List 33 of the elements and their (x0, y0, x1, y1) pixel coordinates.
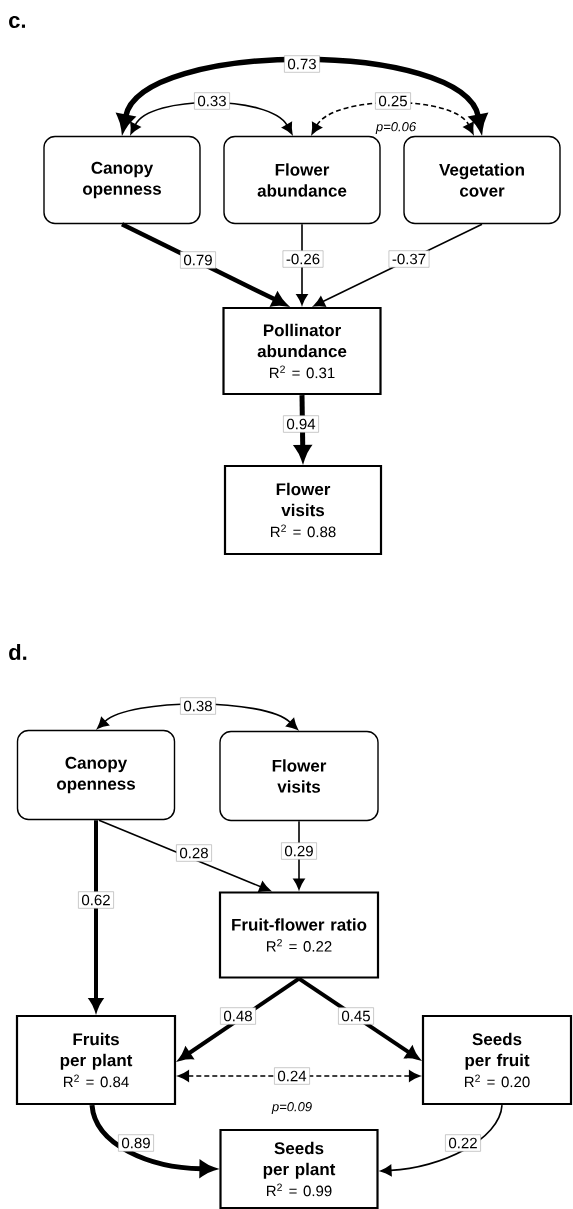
arrow (297, 976, 420, 1060)
edge-label: -0.37 (388, 250, 430, 268)
variable-box: Seeds per plant R$^{2}$ = 0.99 (219, 1128, 379, 1209)
edge-label: 0.24 (274, 1067, 310, 1085)
arrow (97, 703, 298, 730)
edge-label: 0.38 (180, 697, 216, 715)
arrow (178, 976, 301, 1061)
edge-label: 0.48 (220, 1007, 256, 1025)
edge-label: 0.22 (445, 1134, 481, 1152)
edge-label: 0.29 (281, 842, 317, 860)
arrow (98, 819, 271, 893)
edge-label: -0.26 (282, 250, 324, 268)
variable-box: Fruit-flower ratio R$^{2}$ = 0.22 (218, 891, 380, 979)
arrow (177, 1070, 421, 1082)
rounded-box: Canopy openness (16, 729, 176, 821)
arrow (89, 820, 103, 1012)
rounded-box: Canopy openness (43, 135, 201, 225)
arrow (380, 1104, 503, 1177)
variable-box: Pollinator abundance R$^{2}$ = 0.31 (222, 306, 382, 396)
arrow (293, 820, 305, 890)
panel-label: d. (9, 643, 27, 661)
variable-box: Flower visits R$^{2}$ = 0.88 (223, 464, 383, 556)
rounded-box: Vegetation cover (403, 135, 561, 225)
edge-label: 0.62 (78, 891, 114, 909)
p-value: p=0.09 (271, 1102, 312, 1114)
variable-box: Fruits per plant R$^{2}$ = 0.84 (15, 1014, 177, 1106)
rounded-box: Flower abundance (223, 135, 381, 225)
variable-box: Seeds per fruit R$^{2}$ = 0.20 (421, 1014, 573, 1106)
edge-label: 0.28 (176, 844, 212, 862)
rounded-box: Flower visits (219, 730, 379, 822)
panel-label: c. (9, 15, 26, 29)
edge-label: 0.45 (338, 1007, 374, 1025)
edge-label: 0.89 (118, 1134, 154, 1152)
